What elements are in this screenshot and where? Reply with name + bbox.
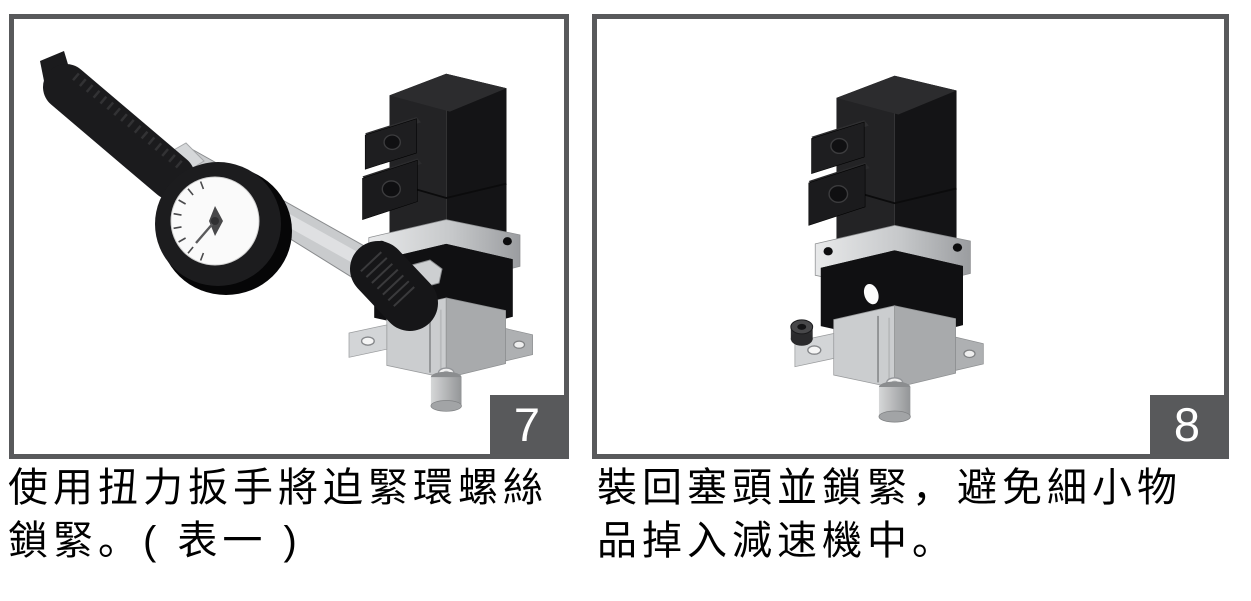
torque-dial-gauge [155,162,292,295]
gear-motor-plug-illustration [790,74,985,424]
torque-wrench-handle [40,51,195,200]
figure-number-badge: 7 [490,395,564,454]
figure-number-badge: 8 [1150,395,1224,454]
caption-line: 裝回塞頭並鎖緊，避免細小物 [597,466,1182,510]
figure-7-caption: 使用扭力扳手將迫緊環螺絲 鎖緊。( 表一 ) [8,462,568,568]
figure-panel-8: 8 [592,14,1229,459]
screw-plug [790,319,814,346]
figure-number: 8 [1173,398,1201,451]
caption-line: 品掉入減速機中。 [597,519,957,563]
caption-line: 使用扭力扳手將迫緊環螺絲 [8,466,548,510]
figure-panel-7: 7 [9,14,569,459]
caption-line: 鎖緊。( 表一 ) [8,519,302,563]
torque-wrench-motor-illustration [40,51,534,413]
plug-hole [863,283,879,305]
figure-8-caption: 裝回塞頭並鎖緊，避免細小物 品掉入減速機中。 [597,462,1245,568]
dial-scale-ticks [173,181,205,261]
wrench-socket-head [350,241,438,331]
gear-motor [793,74,985,424]
figure-number: 7 [513,398,541,451]
